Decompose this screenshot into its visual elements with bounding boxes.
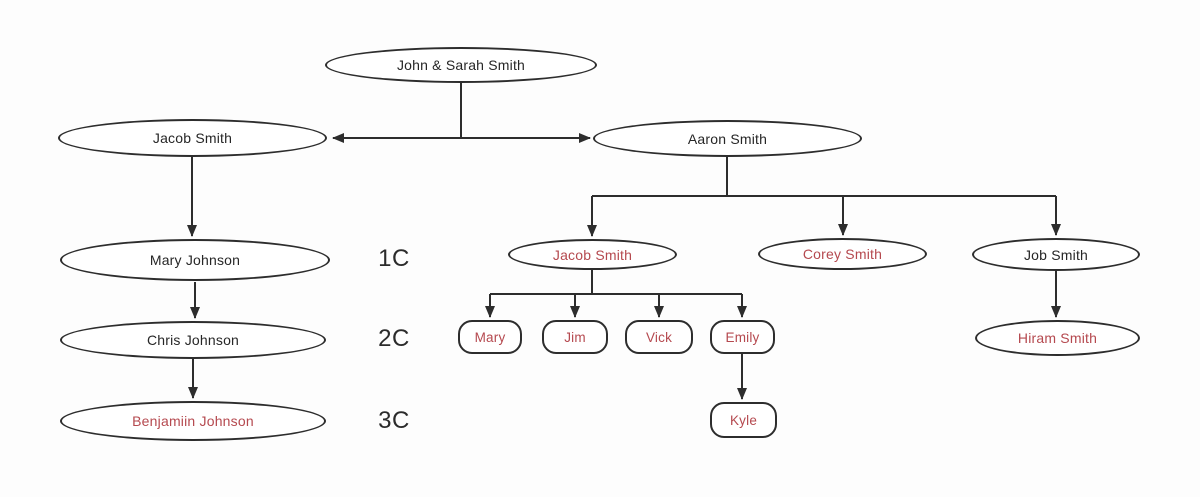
node-hiram-smith: Hiram Smith — [975, 320, 1140, 356]
generation-label-2c: 2C — [378, 325, 410, 352]
node-benjamiin-johnson: Benjamiin Johnson — [60, 401, 326, 441]
generation-label-1c: 1C — [378, 245, 410, 272]
node-john-sarah-smith: John & Sarah Smith — [325, 47, 597, 83]
node-jacob-smith-jr: Jacob Smith — [508, 239, 677, 270]
node-jim: Jim — [542, 320, 608, 354]
node-aaron-smith: Aaron Smith — [593, 120, 862, 157]
generation-label-3c: 3C — [378, 407, 410, 434]
node-corey-smith: Corey Smith — [758, 238, 927, 270]
node-job-smith: Job Smith — [972, 238, 1140, 271]
node-mary-johnson: Mary Johnson — [60, 239, 330, 281]
node-emily: Emily — [710, 320, 775, 354]
node-chris-johnson: Chris Johnson — [60, 321, 326, 359]
node-kyle: Kyle — [710, 402, 777, 438]
node-vick: Vick — [625, 320, 693, 354]
node-mary: Mary — [458, 320, 522, 354]
node-jacob-smith-sr: Jacob Smith — [58, 119, 327, 157]
